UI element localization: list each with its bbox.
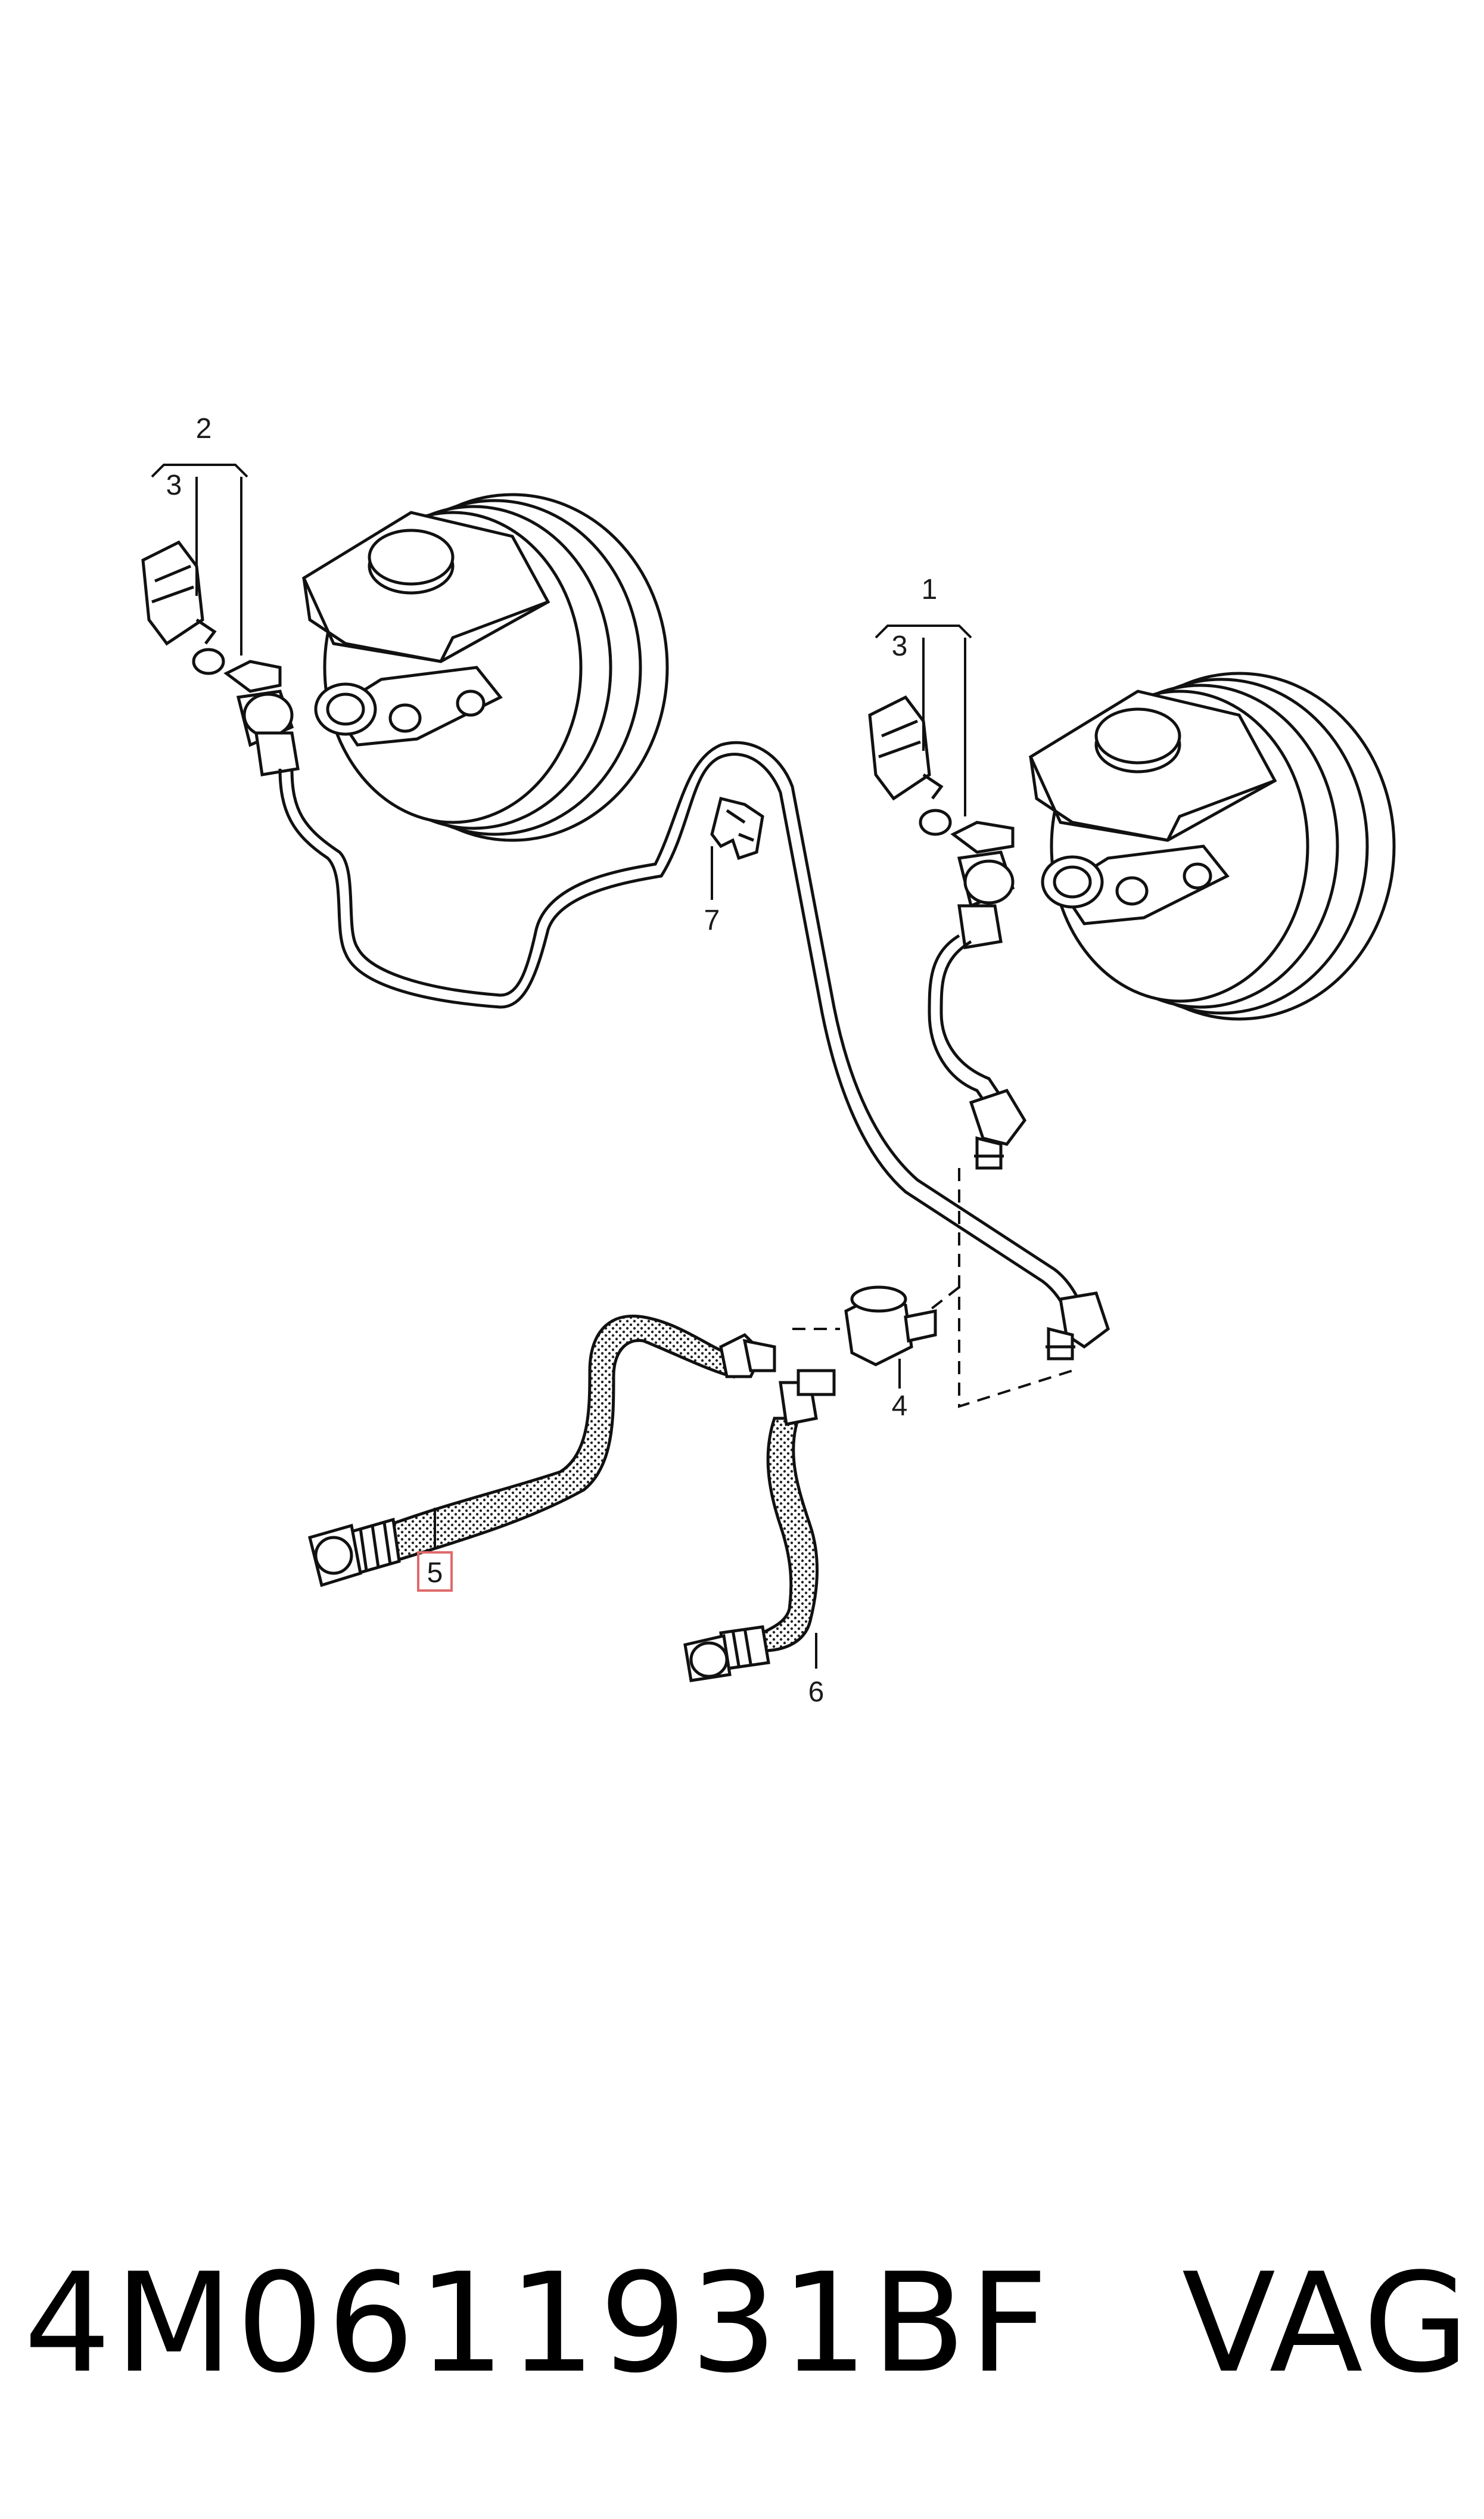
- callout-3-left: 3: [166, 470, 182, 501]
- pressure-sensor-connector-left: [141, 540, 217, 646]
- brake-line-left: [278, 741, 1091, 1336]
- callout-5: 5: [427, 1557, 443, 1589]
- callout-7: 7: [704, 905, 720, 936]
- pressure-sensor-connector-right: [868, 695, 944, 801]
- tee-fitting-left: [192, 648, 300, 776]
- footer: 4M0611931BF VAG: [24, 2247, 1471, 2402]
- check-valve: [844, 1285, 937, 1366]
- leader-lines: [151, 464, 972, 1669]
- brake-booster-right: [1028, 672, 1396, 1021]
- brake-booster-left: [301, 493, 669, 842]
- vacuum-hose-6: [683, 1369, 836, 1682]
- callout-1: 1: [922, 574, 938, 605]
- line-clip: [710, 796, 764, 861]
- tee-fitting-right: [919, 809, 1015, 949]
- brand-label: VAG: [1181, 2244, 1471, 2403]
- elbow-fitting-lower: [1046, 1291, 1110, 1361]
- part-number: 4M0611931BF: [24, 2244, 1052, 2403]
- leader-lines-dashed: [792, 1168, 1073, 1408]
- callout-2: 2: [196, 413, 212, 445]
- callout-3-right: 3: [892, 630, 908, 662]
- brake-line-right: [928, 934, 1003, 1110]
- callout-5-highlight: [417, 1551, 453, 1592]
- callout-6: 6: [808, 1676, 825, 1708]
- vacuum-hose-5: [307, 1315, 776, 1588]
- callout-4: 4: [892, 1390, 908, 1422]
- elbow-fitting-right-upper: [969, 1088, 1027, 1170]
